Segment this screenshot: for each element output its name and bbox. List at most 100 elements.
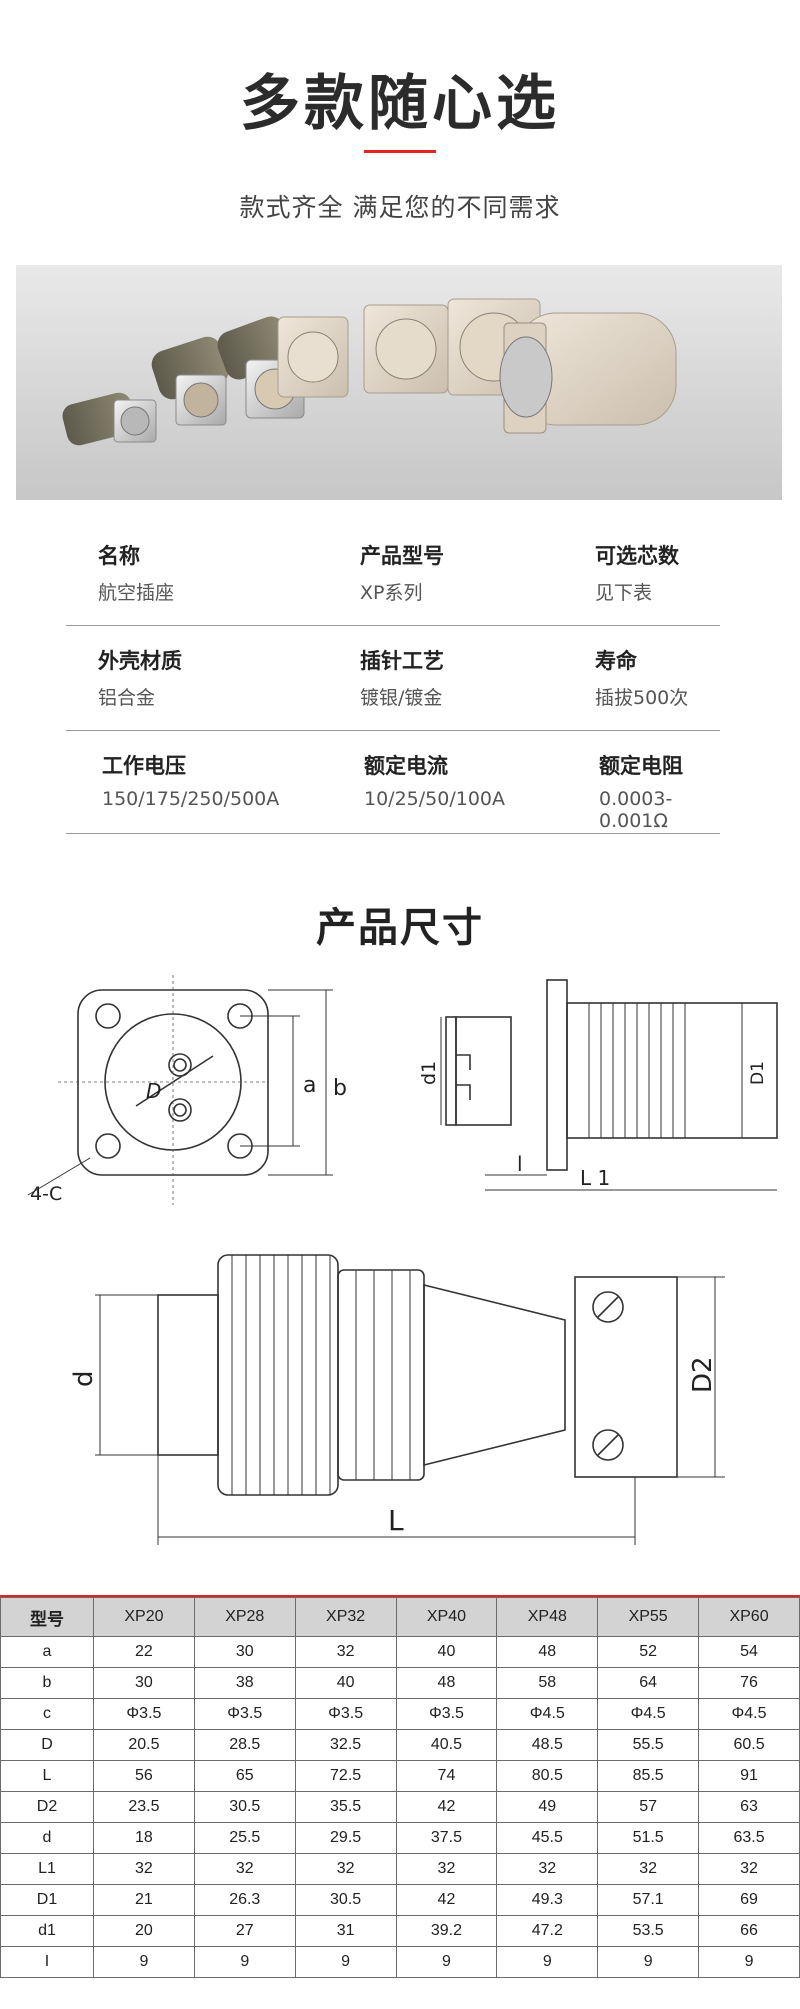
table-cell: 9 [93,1946,195,1978]
spec-value: 镀银/镀金 [360,687,443,709]
spec-core-count: 可选芯数 见下表 [595,540,679,605]
table-cell: 9 [597,1946,700,1978]
table-cell: 66 [698,1915,800,1947]
table-cell: Φ3.5 [193,1698,296,1730]
table-row-label: L1 [0,1853,94,1885]
page-title: 多款随心选 [240,69,560,139]
table-row-label: a [0,1636,94,1668]
table-cell: 27 [193,1915,296,1947]
table-cell: 91 [698,1760,800,1792]
spec-name: 名称 航空插座 [98,540,174,605]
table-cell: 9 [698,1946,800,1978]
spec-model: 产品型号 XP系列 [360,540,444,605]
dim-label-d: d [69,1370,99,1387]
spec-label: 外壳材质 [98,649,182,673]
table-row-label: c [0,1698,94,1730]
section-title-dimensions: 产品尺寸 [316,905,484,951]
spec-row-3: 工作电压 150/175/250/500A 额定电流 10/25/50/100A… [66,750,720,850]
table-cell: 57 [597,1791,700,1823]
table-cell: 48.5 [496,1729,599,1761]
table-cell: 32 [496,1853,599,1885]
table-cell: 40 [395,1636,498,1668]
dim-label-L: L [388,1504,404,1537]
table-cell: Φ4.5 [496,1698,599,1730]
title-underline [364,150,436,153]
page-subtitle: 款式齐全 满足您的不同需求 [239,193,561,222]
table-cell: 21 [93,1884,195,1916]
table-cell: 72.5 [294,1760,397,1792]
table-row-label: L [0,1760,94,1792]
table-cell: 49 [496,1791,599,1823]
dim-label-D1: D1 [748,1061,768,1085]
spec-label: 寿命 [595,649,637,673]
table-cell: Φ3.5 [294,1698,397,1730]
table-cell: 30 [93,1667,195,1699]
spec-label: 产品型号 [360,544,444,568]
spec-label: 插针工艺 [360,649,444,673]
table-cell: 32 [193,1853,296,1885]
table-cell: 31 [294,1915,397,1947]
connector-group-illustration [62,298,677,446]
table-cell: 76 [698,1667,800,1699]
table-header-cell: XP48 [496,1597,599,1637]
spec-value: XP系列 [360,582,423,604]
table-header-cell: XP32 [294,1597,397,1637]
table-cell: 57.1 [597,1884,700,1916]
table-cell: 65 [193,1760,296,1792]
table-cell: 63 [698,1791,800,1823]
spec-value: 插拔500次 [595,687,689,709]
dim-label-l: l [517,1152,523,1176]
table-cell: 26.3 [193,1884,296,1916]
table-cell: 63.5 [698,1822,800,1854]
table-cell: Φ3.5 [93,1698,195,1730]
table-cell: Φ3.5 [395,1698,498,1730]
table-cell: 30.5 [193,1791,296,1823]
spec-value: 铝合金 [98,687,156,709]
spec-label: 可选芯数 [595,544,679,568]
spec-divider [66,833,720,834]
spec-label: 名称 [98,544,140,568]
table-cell: 30 [193,1636,296,1668]
spec-shell-material: 外壳材质 铝合金 [98,645,182,710]
table-cell: 85.5 [597,1760,700,1792]
spec-value: 航空插座 [98,582,175,604]
table-cell: 64 [597,1667,700,1699]
spec-current: 额定电流 10/25/50/100A [364,750,505,810]
table-row-label: d [0,1822,94,1854]
spec-divider [66,625,720,626]
table-cell: 53.5 [597,1915,700,1947]
spec-row-1: 名称 航空插座 产品型号 XP系列 可选芯数 见下表 [66,540,720,640]
table-cell: 56 [93,1760,195,1792]
table-cell: 80.5 [496,1760,599,1792]
table-cell: 54 [698,1636,800,1668]
table-cell: 37.5 [395,1822,498,1854]
table-cell: 52 [597,1636,700,1668]
table-cell: 32 [698,1853,800,1885]
table-cell: 32 [597,1853,700,1885]
table-cell: 40 [294,1667,397,1699]
dim-label-b: b [333,1076,347,1101]
table-row-label: d1 [0,1915,94,1947]
table-cell: 42 [395,1791,498,1823]
table-cell: 45.5 [496,1822,599,1854]
table-header-row: 型号 XP20 XP28 XP32 XP40 XP48 XP55 XP60 [0,1597,800,1637]
table-cell: 48 [395,1667,498,1699]
table-cell: 32 [294,1853,397,1885]
table-row-label: D1 [0,1884,94,1916]
spec-label: 额定电流 [364,754,448,778]
table-cell: 9 [496,1946,599,1978]
table-cell: 32 [294,1636,397,1668]
front-view-drawing: D a b 4-C [27,975,347,1205]
spec-value: 见下表 [595,582,653,604]
table-cell: 20.5 [93,1729,195,1761]
table-cell: 20 [93,1915,195,1947]
table-cell: 9 [395,1946,498,1978]
table-cell: 18 [93,1822,195,1854]
table-cell: 39.2 [395,1915,498,1947]
table-cell: 55.5 [597,1729,700,1761]
